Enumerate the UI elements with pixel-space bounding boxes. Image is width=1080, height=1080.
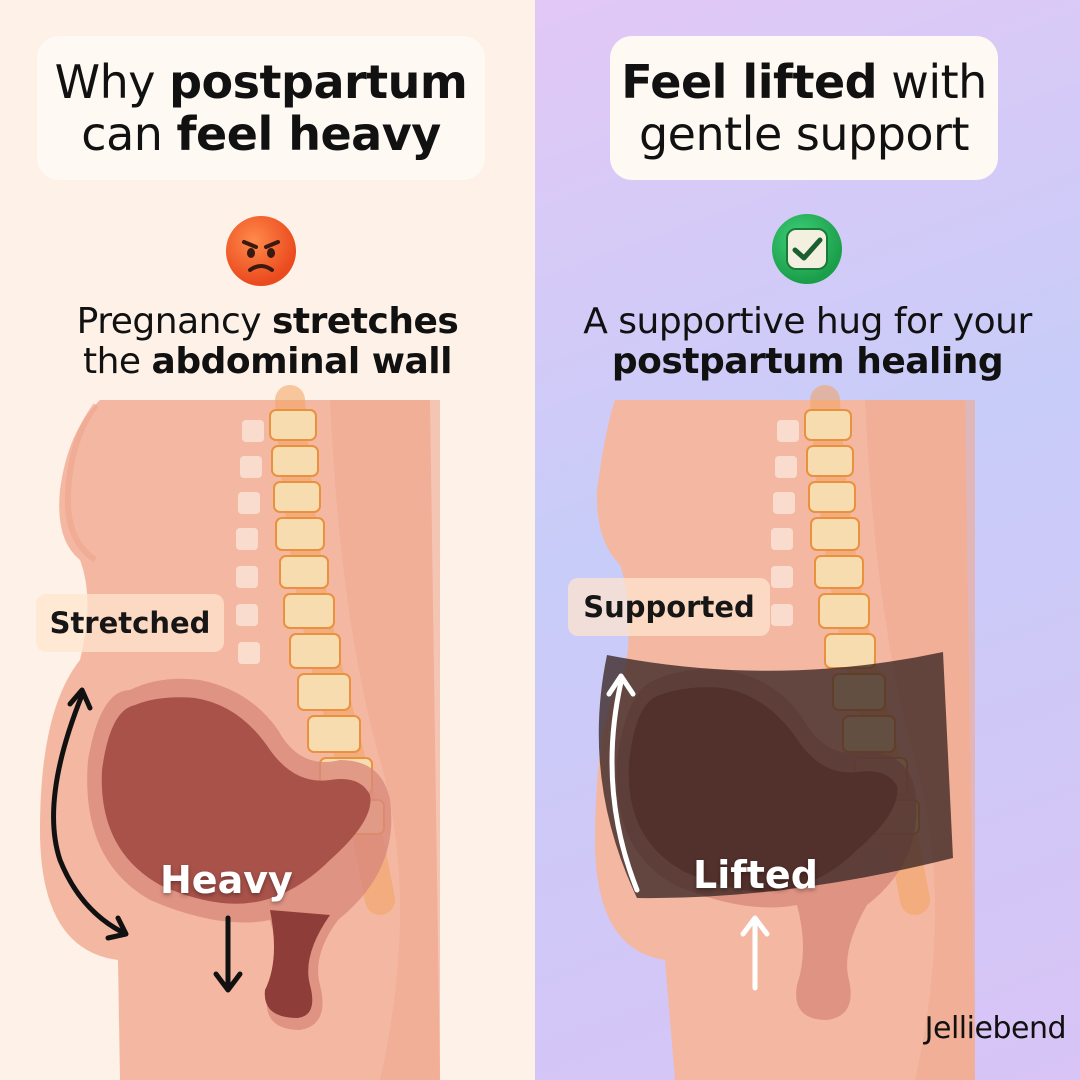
right-title: Feel lifted with gentle support	[610, 36, 998, 180]
angry-face-icon	[226, 216, 296, 286]
up-arrow-icon	[740, 915, 770, 991]
up-curved-arrow	[606, 673, 640, 893]
right-panel: Feel lifted with gentle support A suppor…	[535, 0, 1080, 1080]
left-title: Why postpartum can feel heavy	[37, 36, 485, 180]
lifted-label: Lifted	[693, 853, 818, 897]
uterus	[87, 678, 392, 1030]
supported-tag: Supported	[568, 578, 770, 636]
pregnant-torso-illustration	[40, 385, 440, 1080]
left-panel: Why postpartum can feel heavy Pregnancy …	[0, 0, 535, 1080]
check-mark-icon	[772, 214, 842, 284]
stretched-tag: Stretched	[36, 594, 224, 652]
brand-logo: Jelliebend	[924, 1011, 1067, 1046]
support-band	[598, 652, 953, 899]
supported-torso-illustration	[595, 385, 975, 1080]
down-arrow-icon	[213, 915, 243, 993]
right-subtitle: A supportive hug for your postpartum hea…	[583, 301, 1032, 382]
heavy-label: Heavy	[160, 858, 293, 902]
left-subtitle: Pregnancy stretches the abdominal wall	[76, 301, 459, 382]
stretch-double-arrow	[51, 687, 129, 941]
